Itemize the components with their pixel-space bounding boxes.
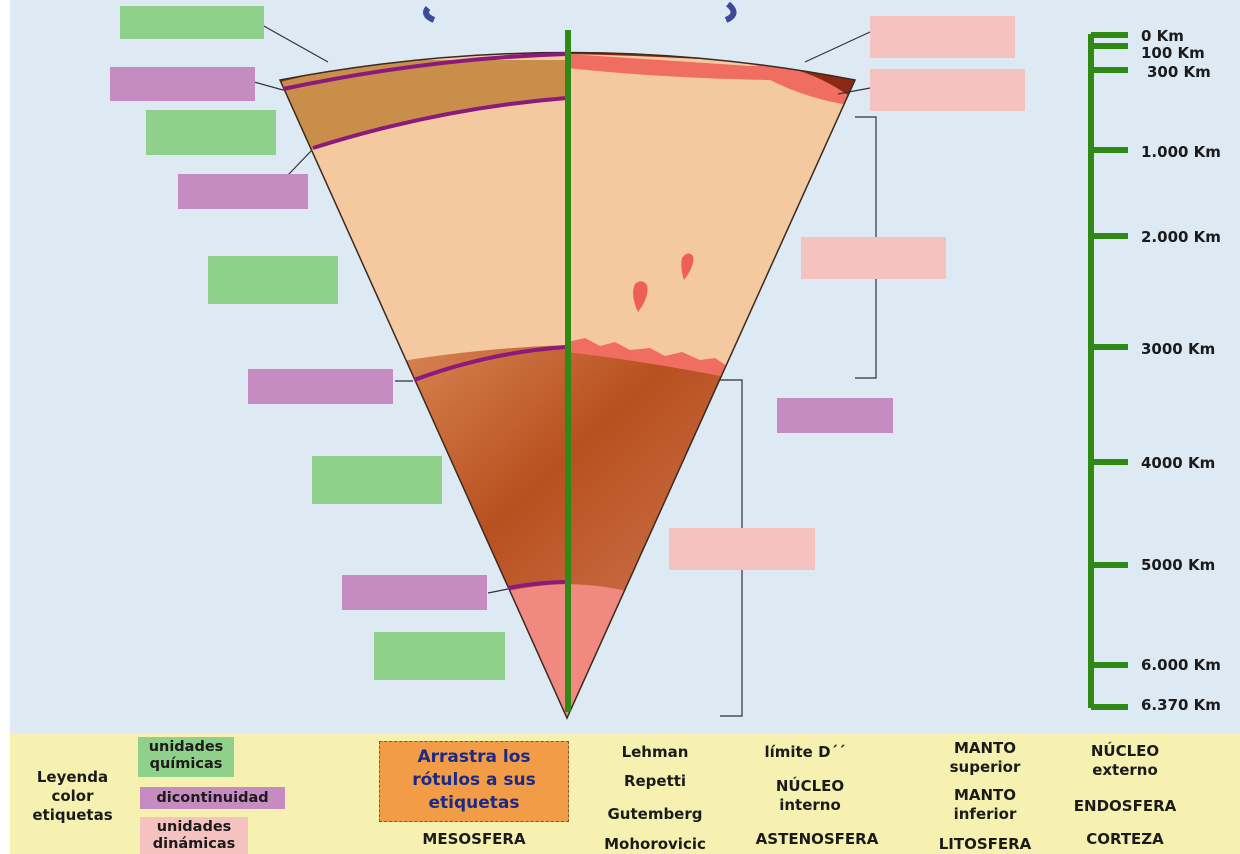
word-line: NÚCLEO	[775, 777, 845, 795]
word-corteza[interactable]: CORTEZA	[1086, 830, 1164, 848]
mohorovicic-line	[282, 52, 568, 91]
instructions-box: Arrastra los rótulos a sus etiquetas	[379, 741, 569, 822]
gutemberg-line	[413, 345, 568, 382]
word-mesosfera[interactable]: MESOSFERA	[422, 830, 526, 848]
leader-line	[804, 31, 871, 63]
word-line: externo	[1092, 761, 1158, 779]
legend-dynamic: unidades dinámicas	[140, 817, 248, 854]
word-line: inferior	[953, 805, 1017, 823]
lehman-line	[507, 580, 568, 590]
label-slot-chemical-4[interactable]	[312, 456, 442, 504]
word-line: superior	[949, 758, 1021, 776]
mantle-plume-1	[633, 281, 648, 312]
label-slot-discontinuity-3[interactable]	[248, 369, 393, 404]
instructions-line: rótulos a sus	[412, 770, 536, 790]
diagram-area: 0 Km 100 Km 300 Km 1.000 Km 2.000 Km 300…	[10, 0, 1240, 733]
upper-mantle-layer	[280, 60, 567, 150]
word-line: MANTO	[953, 786, 1017, 804]
label-slot-dynamic-3[interactable]	[801, 237, 946, 279]
label-slot-discontinuity-1[interactable]	[110, 67, 255, 101]
depth-label-1000: 1.000 Km	[1141, 143, 1221, 161]
word-endosfera[interactable]: ENDOSFERA	[1073, 797, 1177, 815]
word-nucleo-externo[interactable]: NÚCLEO externo	[1070, 742, 1180, 780]
word-astenosfera[interactable]: ASTENOSFERA	[755, 830, 879, 848]
word-limite-d[interactable]: límite D´´	[764, 743, 846, 761]
word-repetti[interactable]: Repetti	[623, 772, 687, 790]
legend-title-line: color	[51, 787, 94, 805]
word-line: interno	[779, 796, 841, 814]
title-fragment-left	[423, 6, 436, 23]
leader-line	[287, 149, 313, 176]
word-mohorovicic[interactable]: Mohorovicic	[604, 835, 706, 853]
depth-label-6370: 6.370 Km	[1141, 696, 1221, 714]
legend-dynamic-line: dinámicas	[152, 836, 236, 852]
label-slot-chemical-1[interactable]	[120, 6, 264, 39]
repetti-line	[312, 96, 568, 150]
label-slot-dynamic-1[interactable]	[870, 16, 1015, 58]
legend-chemical: unidades químicas	[138, 737, 234, 777]
depth-label-100: 100 Km	[1141, 44, 1205, 62]
d-layer-boundary	[567, 338, 730, 378]
legend-title-line: Leyenda	[36, 768, 109, 786]
depth-label-3000: 3000 Km	[1141, 340, 1216, 358]
word-lehman[interactable]: Lehman	[621, 743, 689, 761]
word-line: NÚCLEO	[1090, 742, 1160, 760]
legend-discontinuity: dicontinuidad	[140, 787, 285, 809]
mantle-plume-2	[681, 253, 694, 280]
label-slot-chemical-2[interactable]	[146, 110, 276, 155]
depth-scale	[1088, 32, 1128, 710]
legend-dynamic-line: unidades	[156, 819, 232, 835]
legend-chemical-line: químicas	[149, 756, 223, 772]
word-litosfera[interactable]: LITOSFERA	[938, 835, 1032, 853]
depth-label-300: 300 Km	[1147, 63, 1211, 81]
word-manto-inferior[interactable]: MANTO inferior	[930, 786, 1040, 824]
legend-chemical-line: unidades	[148, 739, 224, 755]
depth-label-6000: 6.000 Km	[1141, 656, 1221, 674]
word-gutemberg[interactable]: Gutemberg	[607, 805, 703, 823]
label-slot-discontinuity-5[interactable]	[777, 398, 893, 433]
leader-line	[487, 588, 509, 594]
wedge-outline	[278, 51, 857, 720]
word-nucleo-interno[interactable]: NÚCLEO interno	[755, 777, 865, 815]
label-slot-dynamic-2[interactable]	[870, 69, 1025, 111]
label-slot-discontinuity-2[interactable]	[178, 174, 308, 209]
legend-title-line: etiquetas	[32, 806, 113, 824]
depth-label-2000: 2.000 Km	[1141, 228, 1221, 246]
instructions-line: etiquetas	[428, 793, 520, 813]
label-slot-chemical-3[interactable]	[208, 256, 338, 304]
instructions-line: Arrastra los	[417, 747, 531, 767]
depth-label-4000: 4000 Km	[1141, 454, 1216, 472]
label-slot-chemical-5[interactable]	[374, 632, 505, 680]
word-manto-superior[interactable]: MANTO superior	[930, 739, 1040, 777]
label-slot-dynamic-4[interactable]	[669, 528, 815, 570]
leader-line	[253, 81, 284, 91]
legend-title: Leyenda color etiquetas	[30, 768, 115, 825]
leader-line	[837, 87, 871, 95]
leader-line	[261, 24, 329, 63]
depth-label-0: 0 Km	[1141, 27, 1184, 45]
label-slot-discontinuity-4[interactable]	[342, 575, 487, 610]
depth-label-5000: 5000 Km	[1141, 556, 1216, 574]
title-fragment-right	[724, 1, 737, 23]
word-line: MANTO	[953, 739, 1017, 757]
